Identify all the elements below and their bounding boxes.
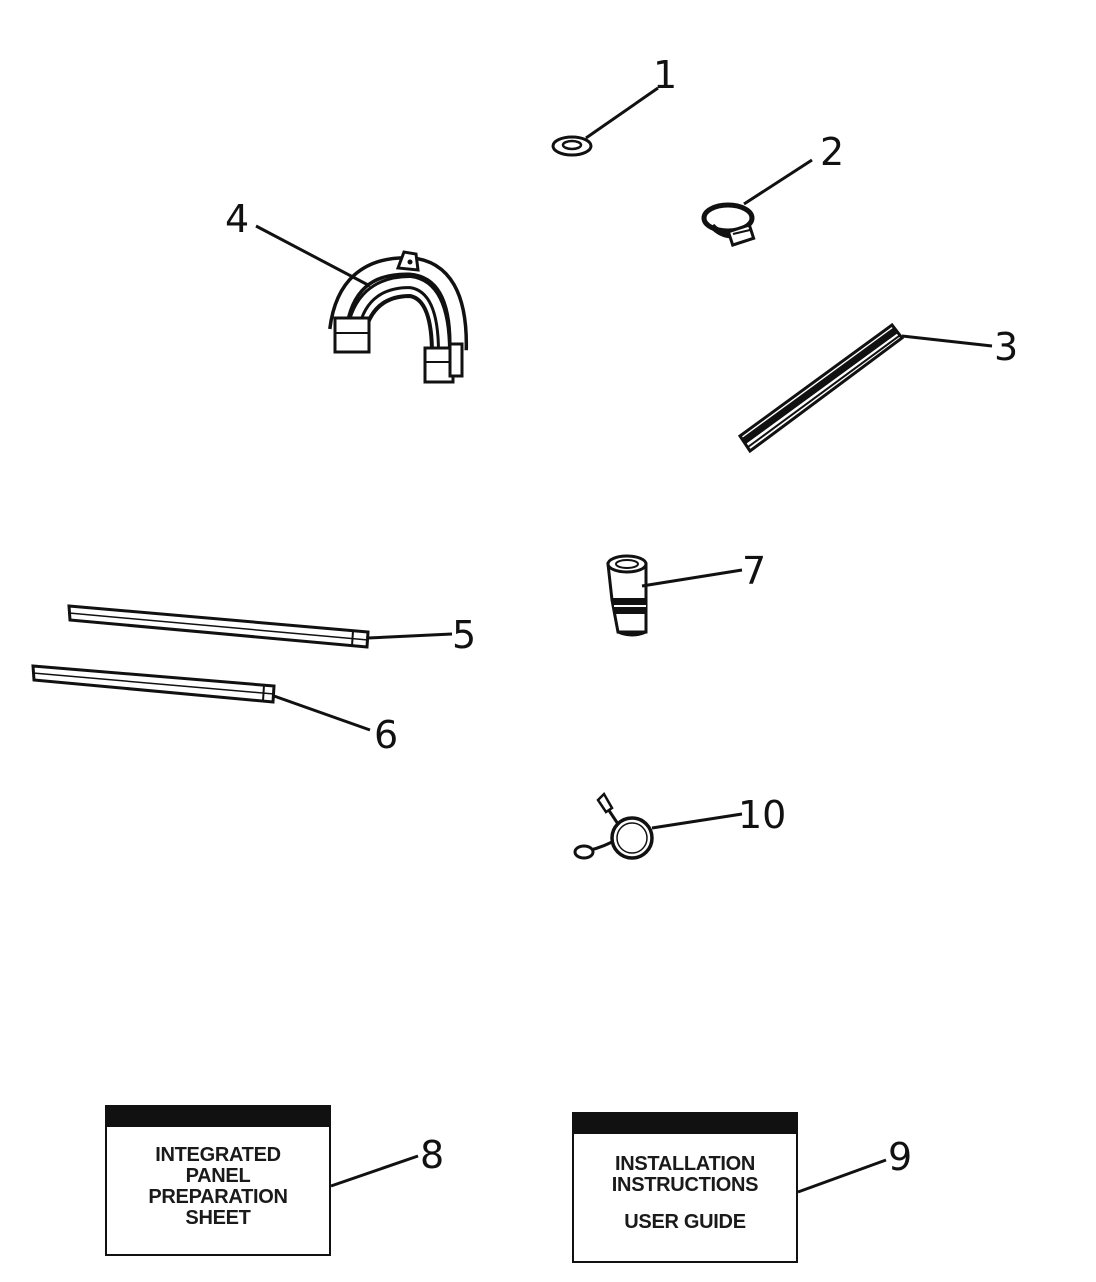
leader-line-6: [273, 694, 371, 732]
leader-line-5: [367, 632, 453, 640]
brush-strip-icon: [737, 322, 905, 454]
leader-line-7: [641, 568, 743, 588]
long-strip-icon: [67, 604, 370, 649]
callout-label-1: 1: [653, 53, 677, 97]
user-guide-label: USER GUIDE: [624, 1211, 746, 1233]
card-header-bar: [107, 1107, 329, 1127]
card-text-block: INSTALLATION INSTRUCTIONS: [574, 1154, 796, 1196]
callout-label-7: 7: [742, 549, 766, 593]
leader-line-4: [255, 224, 371, 288]
cable-ring-icon: [573, 791, 654, 860]
drain-adapter-icon: [606, 554, 648, 637]
hose-clamp-icon: [701, 202, 756, 247]
long-strip-icon: [31, 664, 276, 704]
leader-line-2: [743, 158, 813, 206]
leader-line-8: [330, 1154, 419, 1188]
card-text-block: INTEGRATED PANEL PREPARATION SHEET: [107, 1145, 329, 1229]
callout-label-3: 3: [994, 325, 1018, 369]
card-line: INTEGRATED: [155, 1144, 281, 1166]
card-line: PANEL: [185, 1165, 251, 1187]
leader-line-9: [797, 1158, 887, 1194]
card-line: PREPARATION: [148, 1186, 288, 1208]
callout-label-6: 6: [374, 713, 398, 757]
installation-instructions-card: INSTALLATION INSTRUCTIONS USER GUIDE: [572, 1112, 798, 1263]
card-line: SHEET: [185, 1207, 251, 1229]
callout-label-9: 9: [888, 1135, 912, 1179]
integrated-panel-sheet-card: INTEGRATED PANEL PREPARATION SHEET: [105, 1105, 331, 1256]
callout-label-10: 10: [738, 793, 786, 837]
card-header-bar: [574, 1114, 796, 1134]
leader-line-10: [651, 812, 743, 830]
leader-line-1: [585, 86, 659, 140]
hose-guide-icon: [328, 250, 469, 384]
card-line: INSTALLATION: [614, 1153, 756, 1175]
callout-label-4: 4: [225, 197, 249, 241]
callout-label-8: 8: [420, 1133, 444, 1177]
card-line: INSTRUCTIONS: [611, 1174, 759, 1196]
callout-label-5: 5: [452, 613, 476, 657]
callout-label-2: 2: [820, 130, 844, 174]
washer-icon: [551, 135, 593, 157]
leader-line-3: [901, 334, 993, 348]
